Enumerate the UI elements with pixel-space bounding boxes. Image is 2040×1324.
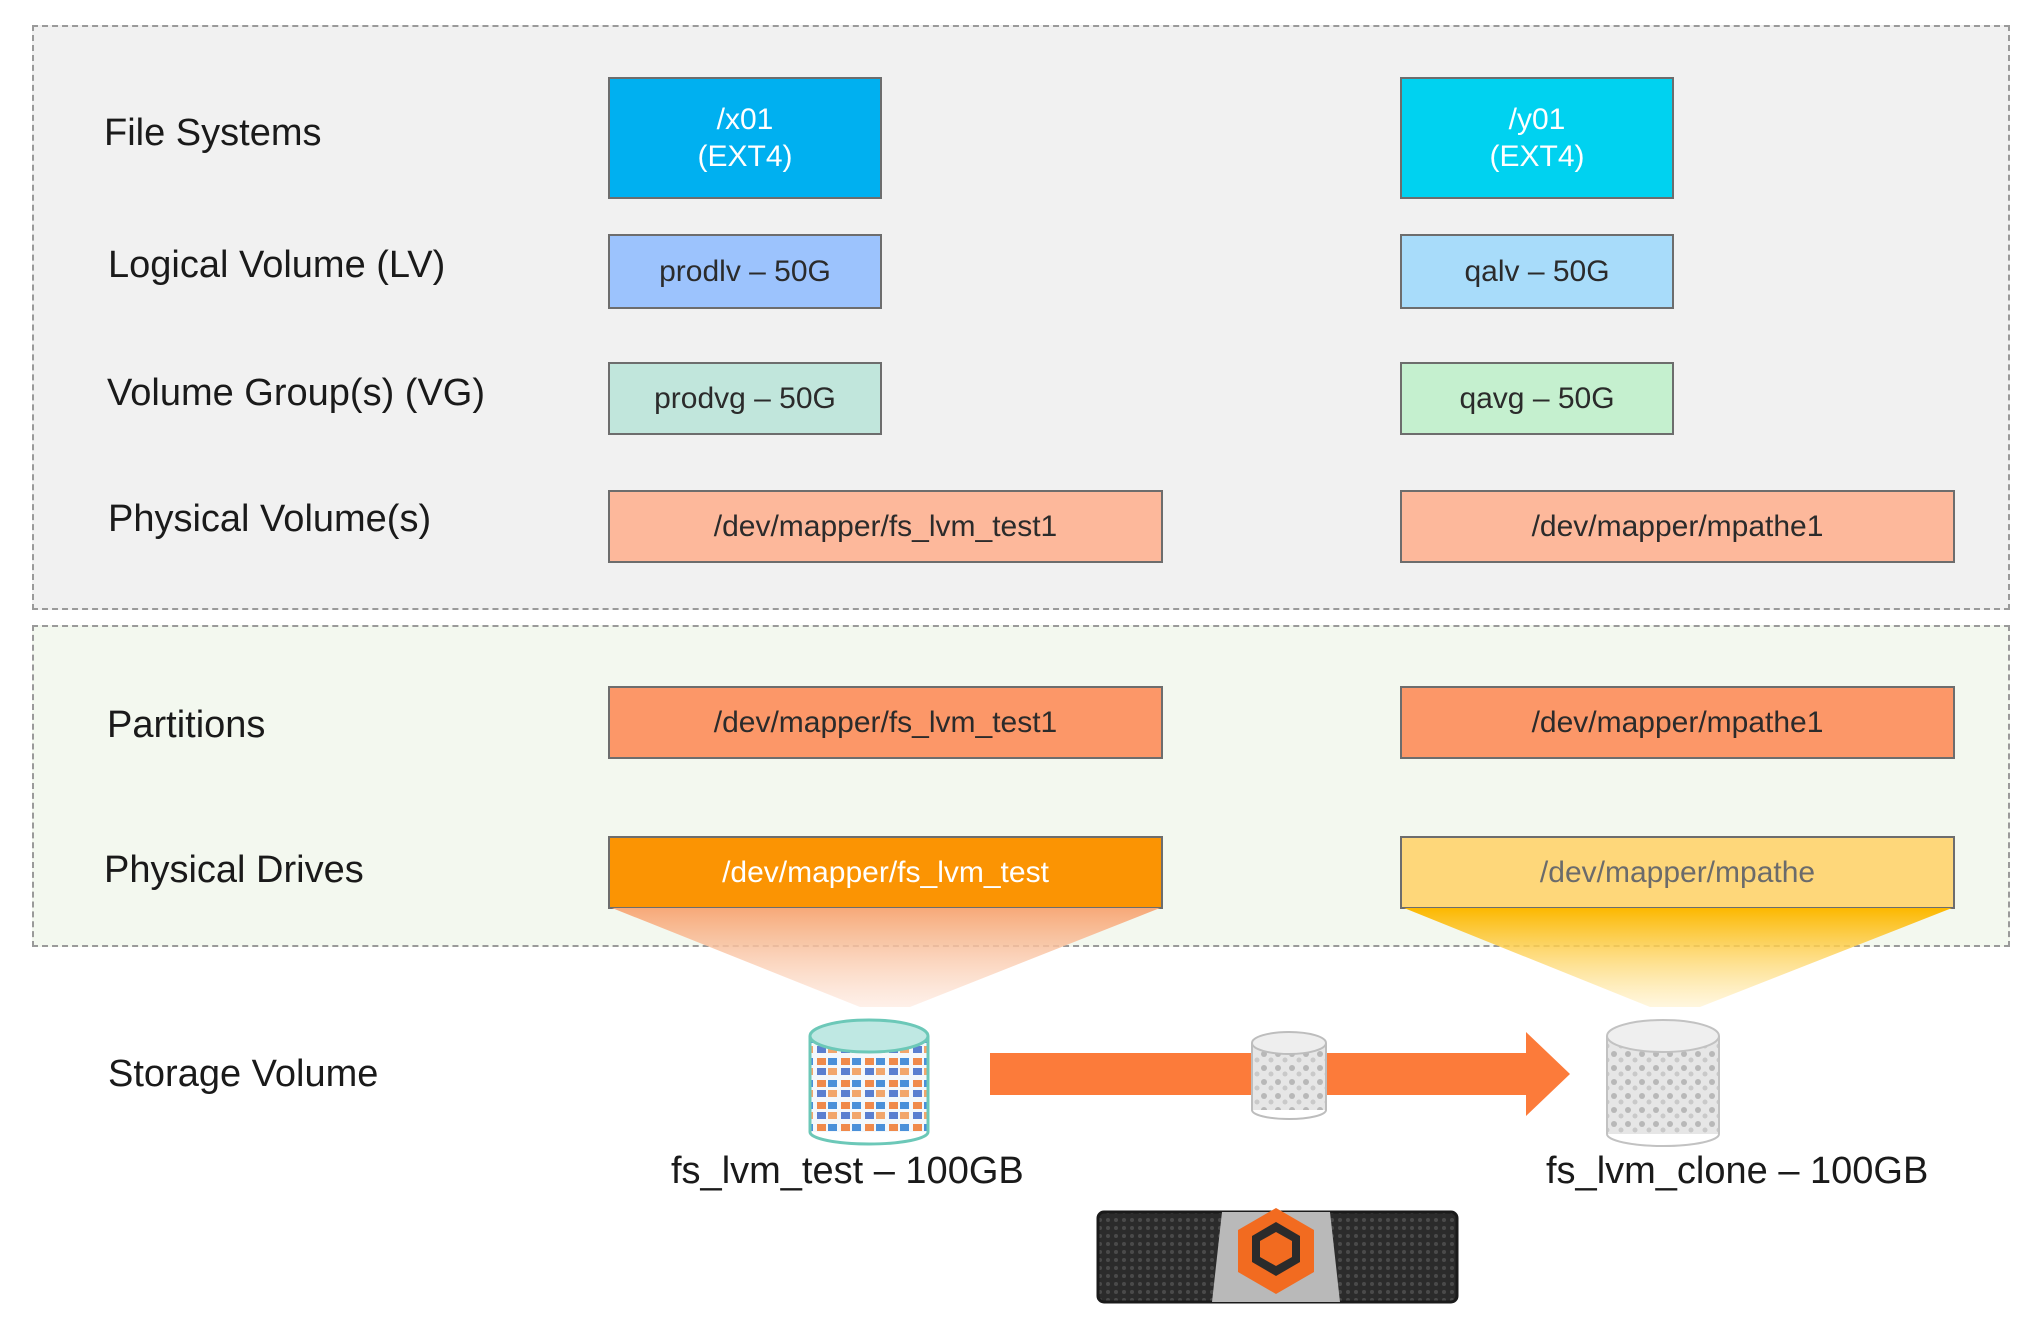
row-label-logical-volume: Logical Volume (LV) — [108, 244, 446, 286]
flash-array-icon — [1096, 1208, 1459, 1304]
row-label-partitions: Partitions — [107, 704, 266, 746]
filesystem-y01-name: /y01 — [1508, 102, 1566, 136]
row-label-physical-drives: Physical Drives — [104, 849, 364, 891]
lv-qalv-box: qalv – 50G — [1400, 234, 1674, 309]
pv-fs-lvm-test1-box: /dev/mapper/fs_lvm_test1 — [608, 490, 1163, 563]
filesystem-y01-type: (EXT4) — [1489, 140, 1585, 173]
vg-prodvg-box: prodvg – 50G — [608, 362, 882, 435]
right-funnel — [1404, 908, 1952, 1007]
filesystem-x01-name: /x01 — [716, 102, 774, 136]
filesystem-x01-type: (EXT4) — [697, 140, 793, 173]
colorful-cylinder-icon — [808, 1018, 930, 1146]
pv-mpathe1-box: /dev/mapper/mpathe1 — [1400, 490, 1955, 563]
row-label-storage-volume: Storage Volume — [108, 1053, 379, 1095]
partition-fs-lvm-test1-box: /dev/mapper/fs_lvm_test1 — [608, 686, 1163, 759]
clone-gray-cylinder-icon — [1606, 1019, 1720, 1147]
row-label-physical-volumes: Physical Volume(s) — [108, 498, 432, 540]
filesystem-x01-box: /x01 (EXT4) — [608, 77, 882, 199]
left-funnel — [612, 908, 1160, 1007]
drive-mpathe-box: /dev/mapper/mpathe — [1400, 836, 1955, 909]
clone-volume-caption: fs_lvm_clone – 100GB — [1546, 1150, 1929, 1192]
filesystem-y01-box: /y01 (EXT4) — [1400, 77, 1674, 199]
source-volume-caption: fs_lvm_test – 100GB — [671, 1150, 1024, 1192]
lv-prodlv-box: prodlv – 50G — [608, 234, 882, 309]
partition-mpathe1-box: /dev/mapper/mpathe1 — [1400, 686, 1955, 759]
snapshot-gray-cylinder-icon — [1251, 1031, 1327, 1120]
vg-qavg-box: qavg – 50G — [1400, 362, 1674, 435]
row-label-volume-groups: Volume Group(s) (VG) — [107, 372, 485, 414]
row-label-file-systems: File Systems — [104, 112, 322, 154]
drive-fs-lvm-test-box: /dev/mapper/fs_lvm_test — [608, 836, 1163, 909]
